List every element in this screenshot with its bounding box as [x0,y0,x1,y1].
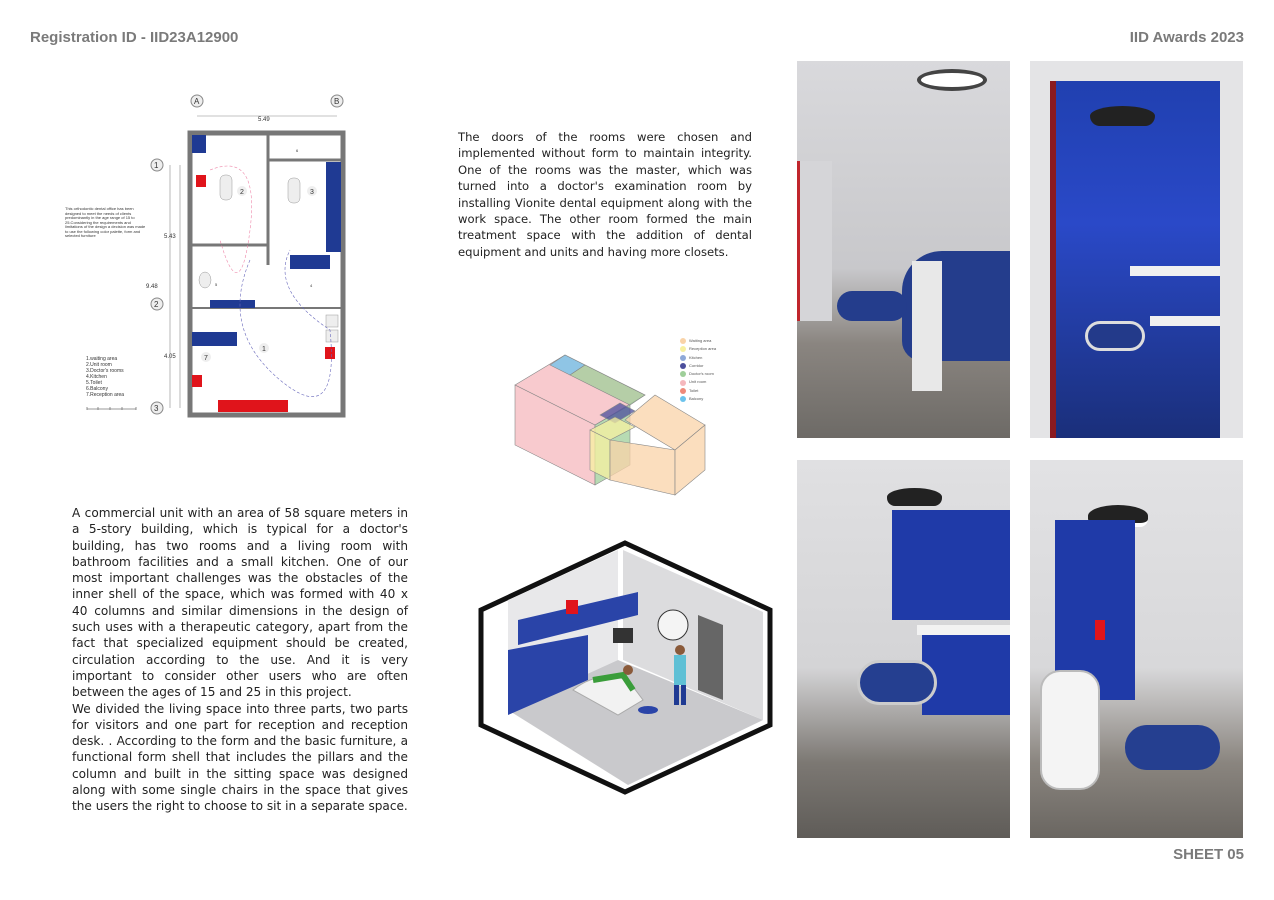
photo-examination-room [797,61,1010,438]
legend-item: 4.Kitchen [86,374,107,380]
axis-2: 2 [154,300,159,309]
isometric-room-illustration [478,540,773,795]
legend-swatch [680,387,686,394]
axis-3: 3 [154,404,159,413]
legend-item: 7.Reception area [86,392,125,398]
legend-label: Reception area [689,346,717,352]
zoning-legend-item: Toilet [680,387,716,395]
legend-item: 6.Balcony [86,386,108,392]
legend-item: 3.Doctor's rooms [86,368,124,374]
legend-swatch [680,338,686,345]
sheet-number: SHEET 05 [1173,846,1244,863]
legend-swatch [680,371,686,378]
axis-1: 1 [154,161,159,170]
legend-swatch [680,379,686,386]
room-5: 5 [215,282,218,287]
photo-unit-room-cabinets [797,460,1010,838]
legend-label: Unit room [689,379,707,385]
legend-label: Waiting area [689,338,712,343]
photo-unit-room-chair [1030,460,1243,838]
room-2: 2 [240,189,244,196]
room-7: 7 [204,355,208,362]
dim-width: 5.49 [258,117,270,123]
project-description: A commercial unit with an area of 58 squ… [72,506,408,814]
legend-item: 2.Unit room [86,362,112,368]
legend-label: Doctor's room [689,371,714,377]
legend-swatch [680,346,686,353]
axonometric-zoning-diagram [514,354,706,496]
dim-948: 9.48 [146,284,158,290]
plan-legend: 1.waiting area 2.Unit room 3.Doctor's ro… [86,356,124,398]
room-1: 1 [262,346,266,353]
legend-swatch [680,354,686,361]
registration-id: Registration ID - IID23A12900 [30,29,239,46]
legend-label: Balcony [689,396,704,402]
legend-item: 5.Toilet [86,380,102,386]
legend-label: Kitchen [689,354,703,360]
award-title: IID Awards 2023 [1129,29,1244,46]
zoning-legend-item: Corridor [680,362,716,370]
floor-plan: A B 5.49 1 2 3 5.43 9.48 4.05 1 2 3 4 5 … [146,94,346,418]
legend-label: Corridor [689,362,704,368]
doors-description: The doors of the rooms were chosen and i… [458,130,752,259]
room-3: 3 [310,189,314,196]
dim-405: 4.05 [164,354,176,360]
dim-543: 5.43 [164,234,176,240]
zoning-legend-item: Reception area [680,345,716,353]
photo-treatment-room-doorway [1030,61,1243,438]
plan-note: This orthodontic dental office has been … [65,206,146,238]
legend-swatch [680,396,686,403]
room-4: 4 [310,283,313,288]
zoning-legend-item: Balcony [680,395,716,403]
zoning-legend-item: Waiting area [680,337,716,345]
zoning-legend-item: Kitchen [680,354,716,362]
scale-bar [86,407,137,410]
legend-label: Toilet [689,387,699,393]
legend-swatch [680,363,686,370]
room-6: 6 [296,148,299,153]
axis-b: B [334,97,339,106]
zoning-legend-item: Doctor's room [680,370,716,378]
legend-item: 1.waiting area [86,356,118,362]
zoning-legend-item: Unit room [680,378,716,386]
axis-a: A [194,97,200,106]
